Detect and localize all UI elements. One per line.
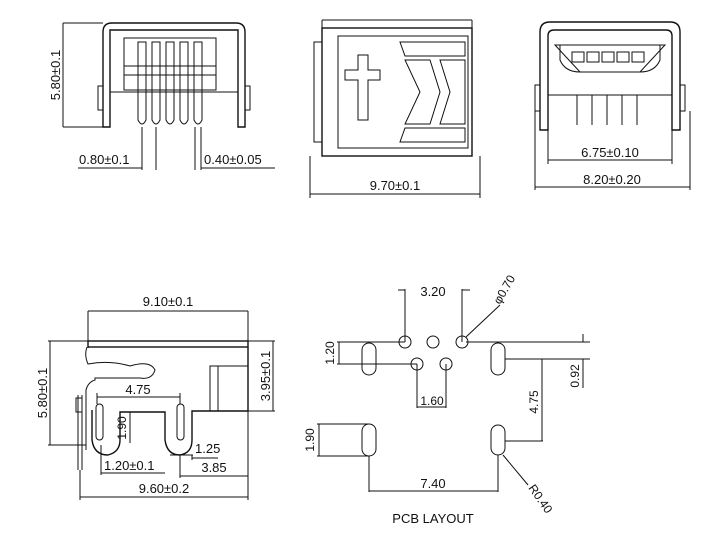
hole-spacing-outer: 3.20: [420, 284, 445, 299]
pcb-pad: [490, 424, 506, 456]
pad-length: 1.90: [303, 428, 317, 452]
pad-offset: 0.92: [568, 364, 582, 388]
pcb-layout-title: PCB LAYOUT: [392, 511, 473, 526]
pad-radius: R0.40: [526, 482, 556, 517]
side-height-dim: 5.80±0.1: [35, 368, 50, 419]
front-height-dim: 5.80±0.1: [48, 50, 63, 101]
hole-spacing-inner: 1.60: [420, 394, 444, 408]
front-view: 5.80±0.1 0.80±0.1 0.40±0.05: [48, 22, 275, 170]
rear-offset-dim: 3.85: [201, 460, 226, 475]
pad-horizontal-spacing: 7.40: [420, 476, 445, 491]
pcb-hole: [426, 335, 440, 349]
pcb-pad: [361, 423, 377, 457]
end-view: 6.75±0.10 8.20±0.20: [534, 21, 691, 190]
peg-spacing-dim: 4.75: [125, 382, 150, 397]
side-top-length-dim: 9.10±0.1: [143, 294, 194, 309]
total-length-dim: 9.60±0.2: [139, 481, 190, 496]
outer-width-dim: 8.20±0.20: [583, 172, 641, 187]
pin-width-dim: 0.40±0.05: [204, 152, 262, 167]
pad-vertical-spacing: 4.75: [527, 390, 541, 414]
end-contacts: [571, 51, 645, 63]
top-view: 9.70±0.1: [309, 19, 481, 198]
hole-diameter: φ0.70: [490, 272, 518, 306]
pcb-pad: [361, 342, 377, 376]
inner-width-dim: 6.75±0.10: [581, 145, 639, 160]
pitch-dim: 0.80±0.1: [79, 152, 130, 167]
pcb-layout: 3.20 φ0.70 1.20 1.60 0.92 4.75 1.90 7.40…: [303, 272, 590, 526]
slot-length-dim: 1.90: [115, 416, 129, 440]
top-length-dim: 9.70±0.1: [370, 178, 421, 193]
side-view: 9.10±0.1 5.80±0.1 3.95±0.1 4.75 1.90 1.2…: [35, 294, 275, 500]
pin-offset-dim: 1.20±0.1: [104, 458, 155, 473]
pins: [137, 41, 203, 125]
opening-height-dim: 3.95±0.1: [258, 351, 273, 402]
pcb-pad: [490, 342, 506, 376]
peg-offset-dim: 1.25: [195, 441, 220, 456]
row-offset: 1.20: [323, 341, 337, 365]
